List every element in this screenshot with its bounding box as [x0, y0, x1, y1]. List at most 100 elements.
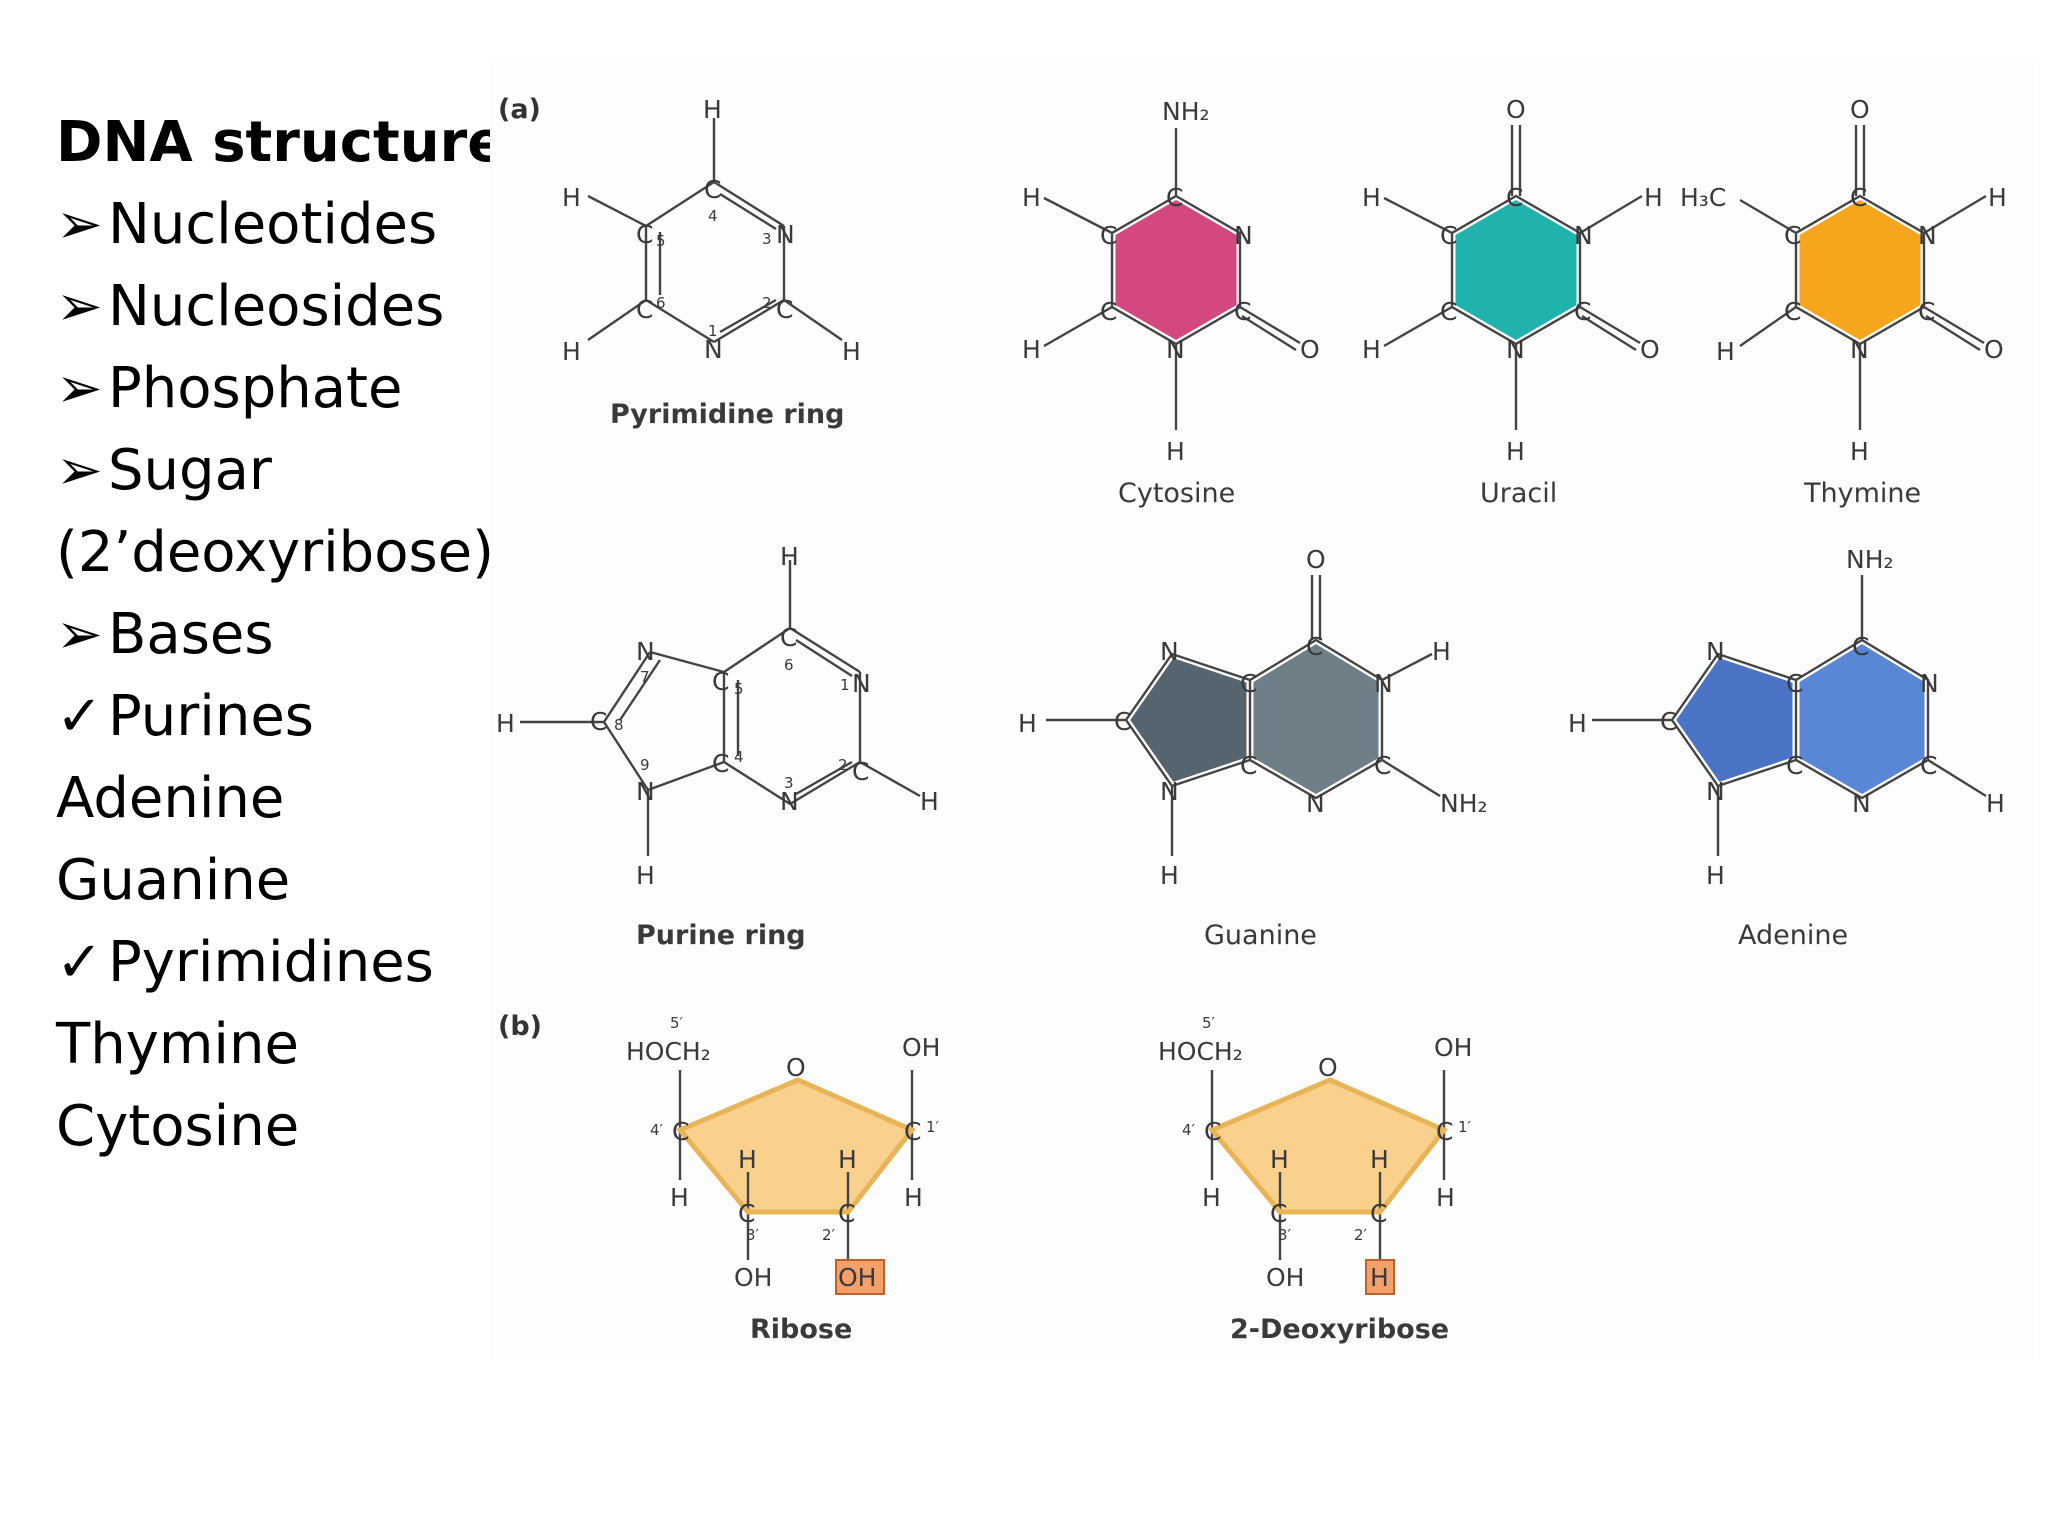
caption-purine-ring: Purine ring	[636, 920, 806, 951]
atom-label: C	[712, 667, 729, 696]
atom-label: H	[1022, 183, 1041, 212]
atom-label: C	[1204, 1117, 1221, 1146]
uracil-ring-fill	[1452, 196, 1580, 344]
atom-label: N	[1852, 789, 1871, 818]
list-item: Thymine	[56, 1004, 528, 1086]
cytosine-ring-fill	[1112, 196, 1240, 344]
atom-label: H	[1202, 1183, 1221, 1212]
atom-label: H	[1362, 335, 1381, 364]
atom-label: C	[1786, 751, 1803, 780]
list-item: ✓Purines	[56, 676, 528, 758]
atom-label: H	[562, 337, 581, 366]
atom-label: H	[1022, 335, 1041, 364]
list-item: ➢Bases	[56, 594, 528, 676]
atom-label: H	[1568, 709, 1587, 738]
list-item: ➢Nucleotides	[56, 184, 528, 266]
atom-label: N	[1166, 335, 1185, 364]
ring-number: 3′	[746, 1226, 760, 1244]
atom-label: C	[1114, 707, 1131, 736]
list-title: DNA structure:	[56, 110, 528, 175]
atom-label: NH₂	[1440, 789, 1488, 818]
atom-label: C	[1440, 221, 1457, 250]
atom-label: C	[1436, 1117, 1453, 1146]
ring-number: 5′	[1202, 1014, 1216, 1032]
atom-label: N	[704, 335, 723, 364]
atom-label: H	[1644, 183, 1663, 212]
atom-label: C	[704, 175, 721, 204]
atom-label: H	[1370, 1263, 1389, 1292]
atom-label: NH₂	[1846, 545, 1894, 574]
atom-label: HOCH₂	[626, 1037, 711, 1066]
atom-label: C	[1786, 669, 1803, 698]
deoxyribose-ring-fill	[1212, 1080, 1444, 1212]
adenine-ring-fill	[1796, 640, 1928, 798]
atom-label: N	[1234, 221, 1253, 250]
atom-label: H	[670, 1183, 689, 1212]
list-item-text: Purines	[108, 684, 314, 749]
list-item: ➢Nucleosides	[56, 266, 528, 348]
list-item-text: Nucleotides	[108, 192, 438, 257]
ribose-2prime-highlight	[835, 1259, 885, 1295]
list-item: ➢Sugar	[56, 430, 528, 512]
atom-label: N	[1574, 221, 1593, 250]
atom-label: H	[636, 861, 655, 890]
atom-label: H	[703, 95, 722, 124]
list-item: Adenine	[56, 758, 528, 840]
list-item-text: Guanine	[56, 848, 291, 913]
ring-number: 3	[762, 230, 772, 248]
atom-label: H₃C	[1680, 183, 1726, 212]
atom-label: H	[1436, 1183, 1455, 1212]
atom-label: H	[1160, 861, 1179, 890]
ring-number: 7	[640, 668, 650, 686]
ring-number: 5	[734, 680, 744, 698]
atom-label: H	[904, 1183, 923, 1212]
atom-label: H	[738, 1145, 757, 1174]
list-item-text: (2’deoxyribose)	[56, 520, 494, 585]
list-item: Guanine	[56, 840, 528, 922]
atom-label: C	[1306, 632, 1323, 661]
atom-label: N	[852, 669, 871, 698]
atom-label: C	[1240, 751, 1257, 780]
atom-label: OH	[1434, 1033, 1472, 1062]
guanine-ring-fill	[1250, 640, 1382, 798]
ring-number: 1	[708, 322, 718, 340]
atom-label: C	[636, 220, 653, 249]
topic-list: DNA structure: ➢Nucleotides ➢Nucleosides…	[56, 102, 528, 1168]
ring-number: 5	[656, 232, 666, 250]
atom-label: C	[838, 1199, 855, 1228]
atom-label: N	[1918, 221, 1937, 250]
atom-label: O	[1306, 545, 1326, 574]
thymine-ring-fill	[1796, 196, 1924, 344]
panel-b-label: (b)	[498, 1011, 542, 1042]
atom-label: N	[1706, 637, 1725, 666]
atom-label: C	[712, 749, 729, 778]
list-item-text: Nucleosides	[108, 274, 445, 339]
atom-label: N	[1306, 789, 1325, 818]
atom-label: C	[1784, 221, 1801, 250]
atom-label: H	[1716, 337, 1735, 366]
atom-label: C	[776, 295, 793, 324]
guanine-ring-fill	[1126, 654, 1250, 786]
atom-label: C	[904, 1117, 921, 1146]
caption-guanine: Guanine	[1204, 920, 1317, 951]
atom-label: H	[1706, 861, 1725, 890]
atom-label: C	[1506, 183, 1523, 212]
uracil-structure: O C N C N C C O H H H H Uracil	[1362, 95, 1663, 509]
ring-number: 8	[614, 716, 624, 734]
atom-label: N	[1160, 777, 1179, 806]
atom-label: C	[1270, 1199, 1287, 1228]
ring-number: 1	[840, 676, 850, 694]
atom-label: C	[780, 623, 797, 652]
atom-label: N	[1850, 335, 1869, 364]
atom-label: C	[590, 707, 607, 736]
atom-label: C	[1660, 707, 1677, 736]
list-item-text: Bases	[108, 602, 274, 667]
atom-label: H	[1988, 183, 2007, 212]
atom-label: C	[636, 295, 653, 324]
ring-number: 4′	[650, 1121, 664, 1139]
ring-number: 6	[784, 656, 794, 674]
caption-thymine: Thymine	[1803, 478, 1921, 509]
atom-label: H	[1270, 1145, 1289, 1174]
atom-label: HOCH₂	[1158, 1037, 1243, 1066]
atom-label: C	[1850, 183, 1867, 212]
